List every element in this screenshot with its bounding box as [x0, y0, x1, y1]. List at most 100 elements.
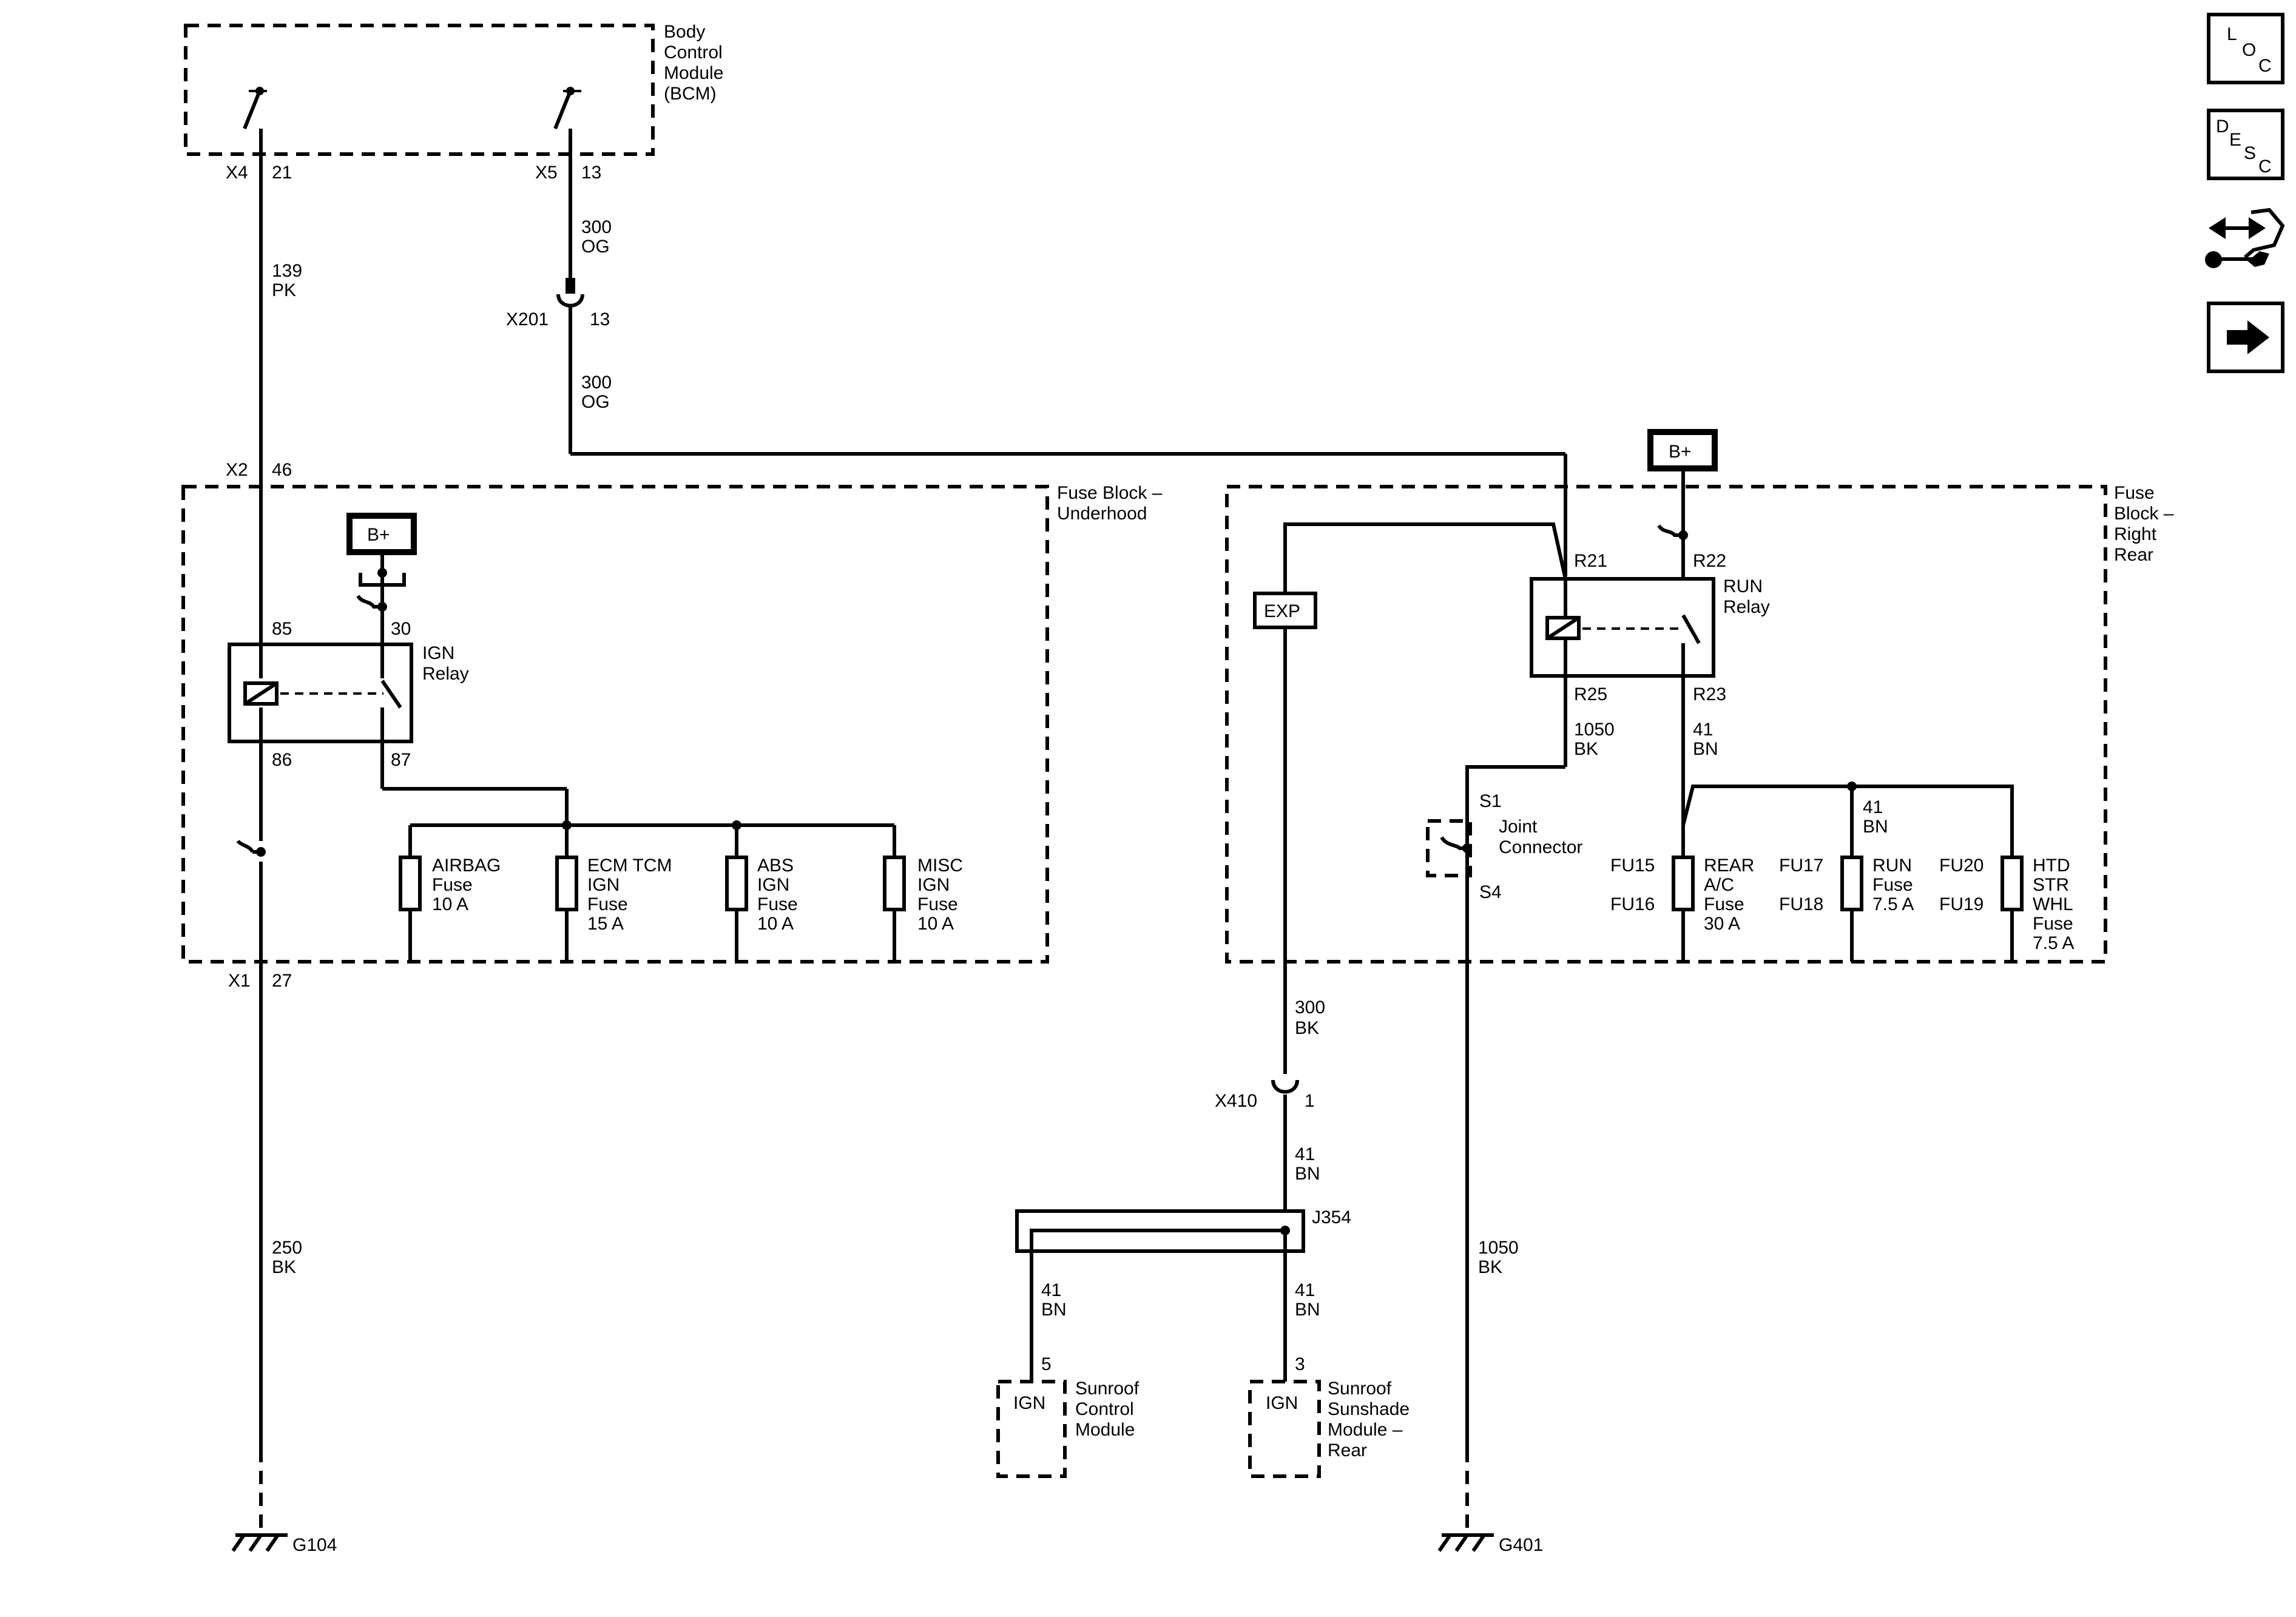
- htd-str-whl-fuse: [2001, 856, 2024, 911]
- abs-fuse-label-2: IGN: [757, 875, 789, 895]
- wire-300-mid-color: OG: [581, 392, 610, 412]
- fuse-fu16: FU16: [1610, 894, 1655, 914]
- run-fuse-label-2: Fuse: [1872, 875, 1913, 895]
- conn-x1-pin: 27: [272, 971, 292, 991]
- wire-1050-ground-color: BK: [1478, 1257, 1502, 1277]
- fuse-fu18: FU18: [1779, 894, 1823, 914]
- ecm-fuse-label-4: 15 A: [587, 914, 624, 934]
- sunshade-label-3: Module –: [1328, 1420, 1403, 1440]
- bcm-label-4: (BCM): [664, 84, 717, 104]
- bcm-label-2: Control: [664, 42, 723, 62]
- ign-relay-coil: [243, 681, 279, 706]
- misc-fuse-label-2: IGN: [917, 875, 950, 895]
- sc-pin: 5: [1041, 1354, 1052, 1374]
- wire-41-bus-num: 41: [1863, 797, 1883, 817]
- ign-relay-pin-87: 87: [391, 750, 411, 770]
- connector-x201: [556, 294, 584, 308]
- ground-g104: G104: [292, 1535, 337, 1555]
- pin-r23: R23: [1693, 684, 1726, 704]
- connector-x410: [1271, 1079, 1299, 1094]
- b-plus-rear: B+: [1669, 442, 1692, 462]
- wire-1050-relay-color: BK: [1574, 739, 1598, 759]
- rear-ac-fuse-label-4: 30 A: [1704, 914, 1740, 934]
- htd-fuse-label-4: Fuse: [2033, 914, 2073, 934]
- airbag-fuse-label-3: 10 A: [432, 894, 468, 914]
- sunroof-ctrl-label-1: Sunroof: [1075, 1379, 1140, 1399]
- sunshade-label-1: Sunroof: [1328, 1379, 1392, 1399]
- ecm-fuse-label-1: ECM TCM: [587, 856, 672, 876]
- wire-300-mid-num: 300: [581, 373, 612, 393]
- conn-x410: X410: [1215, 1091, 1257, 1111]
- ecm-tcm-ign-fuse: [555, 825, 578, 962]
- internal-splice-left: [236, 839, 254, 853]
- fb-rear-label-1: Fuse: [2114, 483, 2155, 503]
- htd-fuse-label-3: WHL: [2033, 894, 2073, 914]
- conn-x4-pin: 21: [272, 163, 292, 183]
- splice-j354: J354: [1312, 1207, 1351, 1227]
- run-fuse-label-1: RUN: [1872, 856, 1912, 876]
- exp-label-box: [1253, 592, 1317, 629]
- sunshade-label-2: Sunshade: [1328, 1399, 1410, 1419]
- wire-250-color: BK: [272, 1257, 296, 1277]
- fb-rear-label-4: Rear: [2114, 545, 2153, 565]
- desc-button[interactable]: D E S C: [2207, 109, 2284, 180]
- sc-ign-label: IGN: [1013, 1393, 1045, 1413]
- wire-41-x410-color: BN: [1295, 1164, 1320, 1184]
- wire-1050-relay-num: 1050: [1574, 720, 1615, 740]
- airbag-fuse-label-1: AIRBAG: [432, 856, 501, 876]
- wire-41-relay-color: BN: [1693, 739, 1718, 759]
- conn-x201-pin: 13: [590, 309, 610, 329]
- wire-41-bus-color: BN: [1863, 817, 1888, 837]
- conn-x1: X1: [228, 971, 251, 991]
- fb-rear-label-2: Block –: [2114, 504, 2174, 524]
- loc-button[interactable]: L O C: [2207, 13, 2284, 84]
- pin-r21: R21: [1574, 551, 1607, 571]
- wire-41-sc-color: BN: [1041, 1300, 1067, 1320]
- htd-fuse-label-2: STR: [2033, 875, 2069, 895]
- desc-letter-3: S: [2244, 143, 2256, 163]
- airbag-fuse: [399, 825, 422, 962]
- fb-underhood-label-2: Underhood: [1057, 504, 1147, 524]
- wire-139-num: 139: [272, 261, 302, 281]
- splice-pack-j354: [1015, 1209, 1305, 1253]
- abs-fuse-label-4: 10 A: [757, 914, 794, 934]
- loc-letter-1: L: [2227, 24, 2237, 44]
- ign-relay-name-2: Relay: [422, 664, 469, 684]
- b-plus-underhood: B+: [367, 525, 390, 545]
- conn-x410-pin: 1: [1305, 1091, 1315, 1111]
- wire-300-top-num: 300: [581, 217, 612, 237]
- ign-relay-pin-30: 30: [391, 619, 411, 639]
- fb-underhood-label-1: Fuse Block –: [1057, 483, 1163, 503]
- connector-tool-icon[interactable]: [2205, 208, 2285, 268]
- arrow-right-icon: [2227, 320, 2269, 354]
- wire-300-bk-num: 300: [1295, 998, 1325, 1018]
- run-fuse-label-3: 7.5 A: [1872, 894, 1914, 914]
- abs-fuse-label-1: ABS: [757, 856, 794, 876]
- loc-letter-2: O: [2242, 40, 2256, 60]
- rear-ac-fuse-label-1: REAR: [1704, 856, 1754, 876]
- ground-g401: G401: [1499, 1535, 1543, 1555]
- ss-pin: 3: [1295, 1354, 1305, 1374]
- run-relay-coil: [1545, 616, 1581, 640]
- ign-relay-pin-85: 85: [272, 619, 292, 639]
- ground-symbol-g104: [231, 1533, 288, 1552]
- fuse-fu20: FU20: [1939, 856, 1984, 876]
- airbag-fuse-label-2: Fuse: [432, 875, 473, 895]
- fuse-fu19: FU19: [1939, 894, 1984, 914]
- wire-41-ss-color: BN: [1295, 1300, 1320, 1320]
- fuse-block-rear-outline: [1225, 485, 2107, 964]
- pin-r25: R25: [1574, 684, 1607, 704]
- splice-s1: S1: [1479, 791, 1502, 811]
- splice-s4: S4: [1479, 882, 1502, 902]
- wire-300-top-color: OG: [581, 237, 610, 257]
- conn-x201: X201: [506, 309, 549, 329]
- bcm-label-1: Body: [664, 22, 705, 42]
- next-page-button[interactable]: [2207, 302, 2284, 373]
- pin-r22: R22: [1693, 551, 1726, 571]
- abs-fuse-label-3: Fuse: [757, 894, 798, 914]
- wire-250-num: 250: [272, 1238, 302, 1258]
- fb-rear-label-3: Right: [2114, 524, 2157, 544]
- fuse-fu15: FU15: [1610, 856, 1655, 876]
- wire-41-relay-num: 41: [1693, 720, 1713, 740]
